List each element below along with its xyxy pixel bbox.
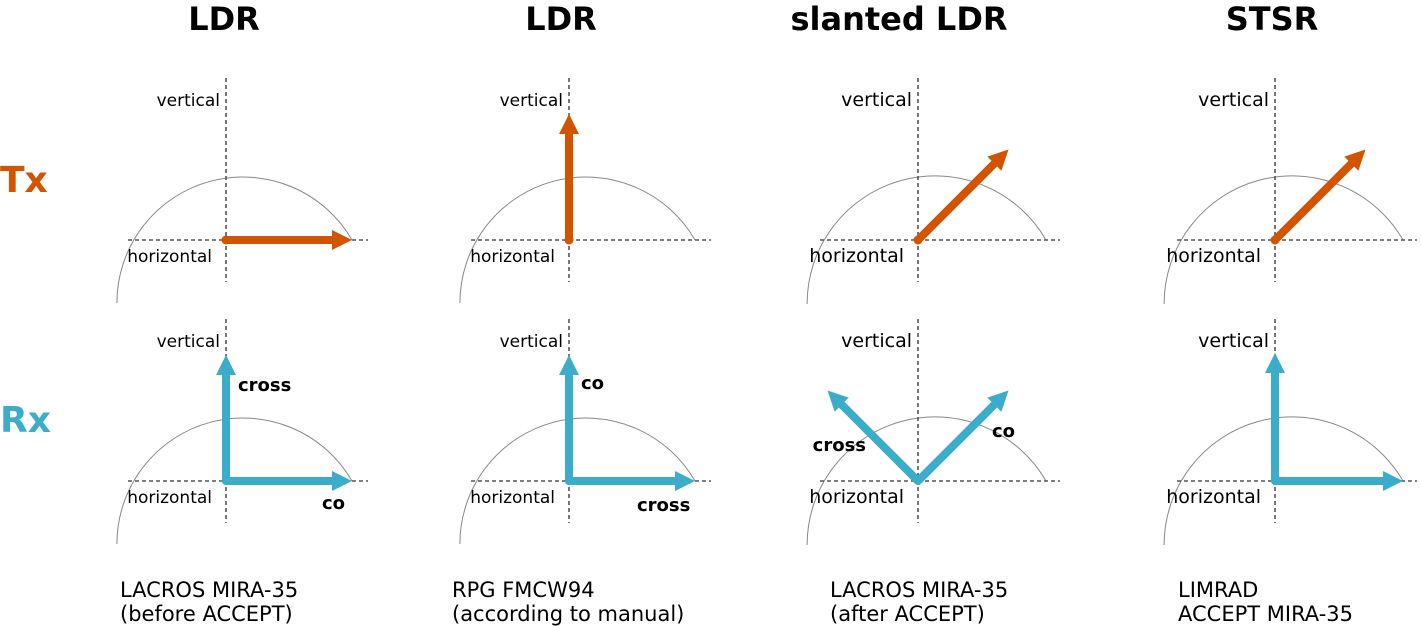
- col2-rx-arrow-2-head: [675, 471, 695, 491]
- col2-rx-vertical-label: vertical: [500, 332, 563, 352]
- caption-2-line-1: RPG FMCW94: [452, 578, 595, 602]
- col3-tx-arrow-head: [987, 149, 1009, 171]
- col4-rx-arc: [1163, 416, 1404, 546]
- col2-rx-arrow-1-label: co: [581, 373, 604, 394]
- tx-row-label: Tx: [0, 160, 48, 201]
- col1-tx-origin: [221, 235, 231, 245]
- col4-tx-vertical-label: vertical: [1198, 89, 1269, 111]
- col3-rx-arrow-1-shaft: [837, 400, 922, 485]
- col3-rx-horizontal-label: horizontal: [809, 486, 904, 508]
- column-title-3: slanted LDR: [790, 0, 1008, 38]
- caption-4-line-2: ACCEPT MIRA-35: [1178, 602, 1354, 626]
- col4-tx-arrow-shaft: [1271, 159, 1356, 244]
- col2-tx-origin: [564, 235, 574, 245]
- col1-rx-arrow-2-label: co: [322, 493, 345, 514]
- caption-4: LIMRAD ACCEPT MIRA-35: [1178, 578, 1353, 626]
- col3-tx-horizontal-label: horizontal: [809, 245, 904, 267]
- caption-1: LACROS MIRA-35 (before ACCEPT): [120, 578, 298, 626]
- col1-rx-horizontal-label: horizontal: [127, 488, 212, 508]
- col4-tx-arc: [1163, 175, 1404, 305]
- col2-tx-arrow-head: [559, 114, 579, 134]
- caption-3: LACROS MIRA-35 (after ACCEPT): [830, 578, 1008, 626]
- col4-rx-arrow-2-head: [1383, 471, 1403, 491]
- col1-tx-horizontal-label: horizontal: [127, 247, 212, 267]
- col4-rx-vertical-label: vertical: [1198, 330, 1269, 352]
- col1-rx-arrow-2-head: [332, 471, 352, 491]
- col3-rx-arrow-1-head: [827, 390, 849, 412]
- col4-tx-origin: [1270, 235, 1280, 245]
- col1-rx-vertical-label: vertical: [157, 332, 220, 352]
- caption-2: RPG FMCW94 (according to manual): [452, 578, 684, 626]
- col1-tx-arrow-head: [332, 230, 352, 250]
- column-title-1: LDR: [188, 0, 260, 38]
- col3-rx-arrow-1-label: cross: [813, 435, 866, 456]
- caption-4-line-1: LIMRAD: [1178, 578, 1259, 602]
- col4-tx-arrow-head: [1344, 149, 1366, 171]
- column-title-4: STSR: [1225, 0, 1319, 38]
- col1-rx-arrow-1-head: [216, 355, 236, 375]
- col4-tx-horizontal-label: horizontal: [1166, 245, 1261, 267]
- col3-rx-arc: [806, 416, 1047, 546]
- caption-3-line-1: LACROS MIRA-35: [830, 578, 1009, 602]
- col3-tx-arc: [806, 175, 1047, 305]
- col1-tx-vertical-label: vertical: [157, 91, 220, 111]
- col2-rx-horizontal-label: horizontal: [470, 488, 555, 508]
- caption-1-line-2: (before ACCEPT): [120, 602, 293, 626]
- col3-rx-arrow-2-head: [987, 390, 1009, 412]
- col3-tx-origin: [913, 235, 923, 245]
- col1-tx-arc: [116, 176, 353, 304]
- col2-rx-arrow-1-head: [559, 355, 579, 375]
- col2-tx-horizontal-label: horizontal: [470, 247, 555, 267]
- col3-tx-arrow-shaft: [914, 159, 999, 244]
- col2-rx-arc: [459, 417, 696, 545]
- col2-tx-vertical-label: vertical: [500, 91, 563, 111]
- col1-rx-arrow-1-label: cross: [238, 375, 291, 396]
- col2-tx-arc: [459, 176, 696, 304]
- col3-rx-vertical-label: vertical: [841, 330, 912, 352]
- caption-1-line-1: LACROS MIRA-35: [120, 578, 299, 602]
- caption-2-line-2: (according to manual): [452, 602, 685, 626]
- col1-rx-arc: [116, 417, 353, 545]
- col2-rx-arrow-2-label: cross: [637, 495, 690, 516]
- rx-row-label: Rx: [0, 400, 51, 441]
- col3-tx-vertical-label: vertical: [841, 89, 912, 111]
- col3-rx-arrow-2-shaft: [914, 400, 999, 485]
- col4-rx-arrow-1-head: [1265, 353, 1285, 373]
- column-title-2: LDR: [525, 0, 597, 38]
- caption-3-line-2: (after ACCEPT): [830, 602, 985, 626]
- col3-rx-arrow-2-label: co: [992, 421, 1015, 442]
- col4-rx-horizontal-label: horizontal: [1166, 486, 1261, 508]
